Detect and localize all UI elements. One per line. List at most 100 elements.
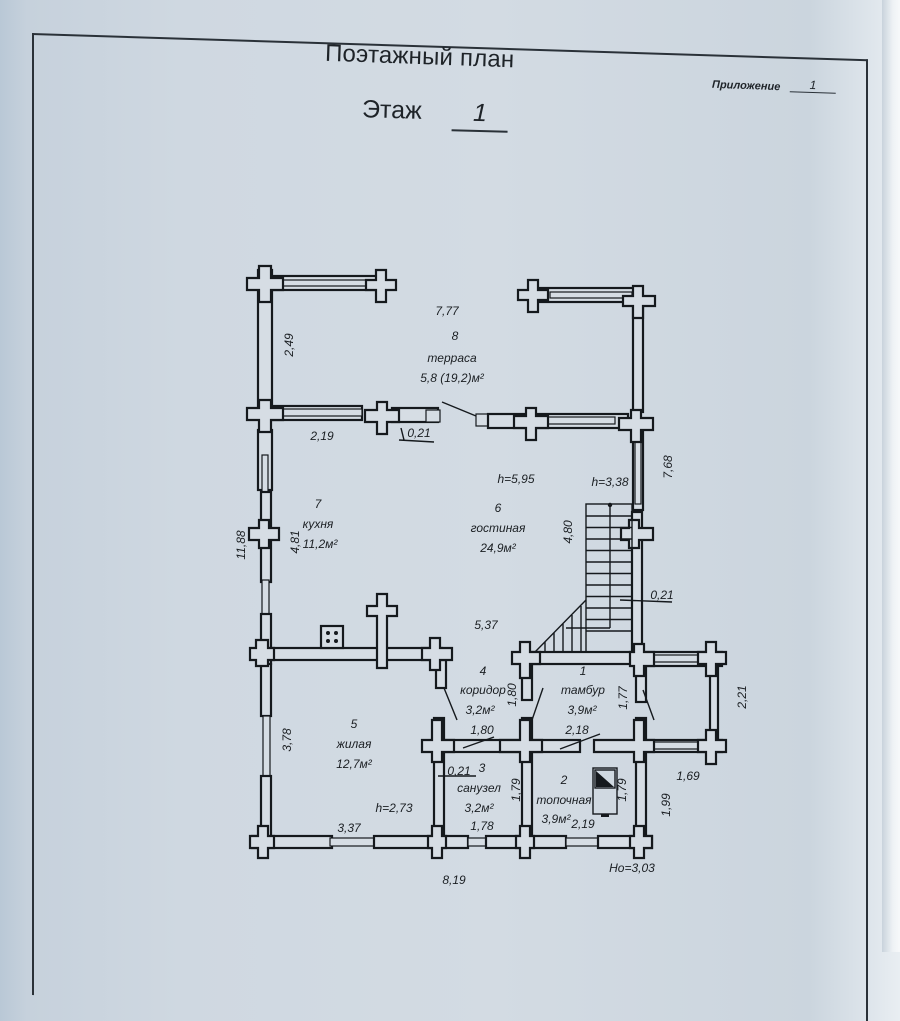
boiler-fill [596,771,614,787]
dim-porch-height: 1,99 [659,793,673,817]
log-joints [245,264,728,860]
dim-porch-depth: 2,21 [735,685,749,709]
dim-living-width: 5,37 [474,618,499,632]
joint [617,408,655,444]
joint [514,824,536,860]
joint [516,278,550,314]
window-terrace-2 [544,416,616,425]
dim-terrace-depth: 2,49 [282,333,296,358]
room-2-area: 3,9м² [542,812,572,826]
joint [363,400,401,436]
joint [420,636,454,672]
joint [621,284,657,320]
room-1-area: 3,9м² [568,703,598,717]
joint [498,718,544,764]
dimension-leaders [398,427,673,777]
dim-right-wall: 7,68 [661,455,675,479]
dim-boiler-depth: 1,79 [615,778,629,802]
joint [426,824,448,860]
joint [696,640,728,678]
room-4-number: 4 [480,664,487,678]
joint [365,592,399,670]
room-4-name: коридор [460,683,506,697]
joint [420,718,456,764]
room-8-area: 5,8 (19,2)м² [420,371,485,385]
dim-overall-height: 11,88 [234,530,248,559]
dim-corridor-depth: 1,80 [505,683,519,707]
dim-terrace-width: 7,77 [435,304,460,318]
joint [510,640,542,680]
stair-winder [534,599,587,653]
window-bottom-3 [565,837,599,847]
corridor-door-swing [443,687,458,721]
terrace-rail-right [549,291,633,299]
room-4-area: 3,2м² [466,703,496,717]
joint [247,518,281,550]
room-1-number: 1 [580,664,587,678]
room-1-name: тамбур [561,683,605,697]
room-3-number: 3 [479,761,486,775]
dim-bedroom-width: 3,37 [337,821,362,835]
dim-stair-height: h=3,38 [591,475,628,489]
dim-building-height: Hо=3,03 [609,861,655,875]
dim-boiler-width: 2,19 [570,817,595,831]
boiler [592,767,618,817]
walls [250,268,724,850]
dim-kitchen-depth: 4,81 [288,530,302,553]
room-6-name: гостиная [471,521,526,535]
room-2-name: топочная [536,793,592,807]
dim-vestibule-depth: 1,77 [616,685,630,710]
vestibule-door-swing [531,687,544,721]
room-5-name: жилая [336,737,372,751]
dim-right-wall-thickness: 0,21 [650,588,673,602]
room-7-area: 11,2м² [303,537,339,551]
wall-bottom-2 [372,834,470,850]
wall-stair-bottom [528,650,644,666]
joint [248,638,276,668]
dim-living-height: h=5,95 [497,472,534,486]
dim-vestibule-width: 2,18 [564,723,589,737]
boiler-top [594,769,616,789]
dimension-labels: 7,77 2,49 2,19 0,21 11,88 4,81 h=5,95 h=… [234,304,749,887]
window-bottom-1 [329,837,375,847]
door-jamb-left [425,409,441,423]
joint [245,398,285,434]
joint [512,406,550,442]
stair-start-dot [607,502,613,508]
dim-bathroom-width: 1,78 [470,819,494,833]
joint [592,718,656,764]
staircase [534,502,633,653]
joint [628,642,656,678]
entrance-door-swing [642,689,655,721]
terrace-door-swing [441,401,477,417]
window-left-3 [262,715,271,777]
wall-left-bedroom-upper [259,662,273,718]
paper-edge [882,0,900,952]
dim-bedroom-depth: 3,78 [280,728,294,752]
dim-terrace-opening: 2,19 [309,429,334,443]
dim-bathroom-wall: 0,21 [447,764,470,778]
room-3-area: 3,2м² [465,801,495,815]
joint [245,264,285,304]
joint [628,824,654,860]
window-right-1 [634,439,642,505]
joint [248,824,276,860]
terrace-rail-left [279,279,377,287]
dim-bedroom-height: h=2,73 [375,801,412,815]
dim-porch-width: 1,69 [676,769,700,783]
room-8-number: 8 [452,329,459,343]
dim-terrace-wall: 0,21 [407,426,430,440]
wall-kitchen-bedroom [268,646,444,662]
room-6-number: 6 [495,501,502,515]
joint [364,268,398,304]
window-terrace-1 [281,408,363,417]
room-3-name: санузел [457,781,501,795]
room-8-name: терраса [427,351,477,365]
stair-outline [585,503,633,653]
room-7-number: 7 [315,497,323,511]
dim-living-depth: 4,80 [561,520,575,544]
window-bottom-2 [467,837,487,847]
room-6-area: 24,9м² [479,541,517,555]
joint [619,518,655,550]
chimney-vent [319,624,345,650]
